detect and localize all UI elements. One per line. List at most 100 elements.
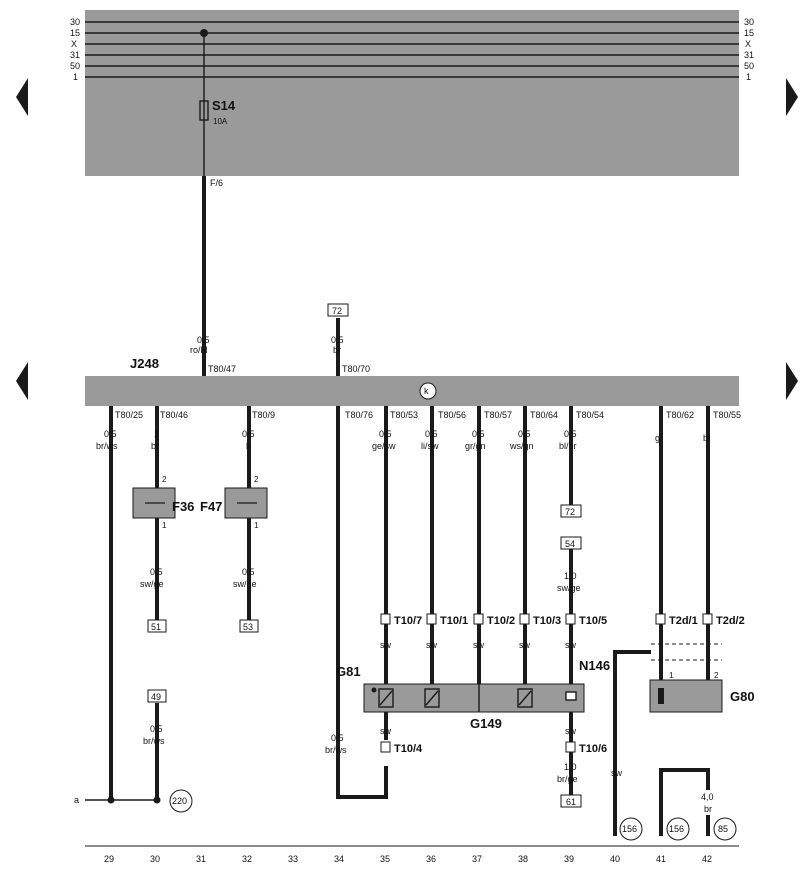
bus-labels-right: 30 15 X 31 50 1 [744,17,754,82]
switch-pin: 2 [162,475,167,484]
circle-refs: 220 156 156 85 [169,789,737,841]
bus-label: 30 [70,17,80,27]
column-number: 40 [610,854,620,864]
wire-gauge: 0,5 [472,429,485,439]
fuse-pin-label: F/6 [210,178,223,188]
wire-color: sw [565,640,577,650]
pin-label: T80/64 [530,410,558,420]
ref-box [560,504,582,518]
bus-label: 31 [744,50,754,60]
column-number: 35 [380,854,390,864]
k-marker [419,382,437,400]
wire-color: sw/ge [140,579,164,589]
bus-labels-left: 30 15 X 31 50 1 [70,17,80,82]
connector-label: T10/3 [533,615,561,627]
ref-box [327,303,349,317]
pin-label: T80/76 [345,410,373,420]
wire-color: br [151,441,159,451]
wire-gauge: 1,0 [564,571,577,581]
bus-label: 1 [746,72,751,82]
switch-label: F47 [200,499,222,514]
ref-box [560,536,582,550]
fuse-rating: 10A [213,117,228,126]
ground-label: a [74,795,79,805]
wire-gauge: 0,5 [197,335,210,345]
pin-label: T80/25 [115,410,143,420]
wire-color: sw [380,726,392,736]
circle-ref: 156 [622,824,637,834]
connector-label: T2d/2 [716,615,745,627]
wire-color: sw [426,640,438,650]
column-number: 42 [702,854,712,864]
switch-label: F36 [172,499,194,514]
bus-label: 31 [70,50,80,60]
component-label: G80 [730,689,755,704]
bus-label: 50 [70,61,80,71]
wire-color: bl [703,433,710,443]
pin-label: T80/57 [484,410,512,420]
ref-label: 53 [243,622,253,632]
column-number: 29 [104,854,114,864]
pin-label: T80/56 [438,410,466,420]
wire-col34-loop [336,406,388,799]
j248-label: J248 [130,356,159,371]
wire-col41-loop [659,768,710,836]
wire-gauge: 1 [154,429,159,439]
wire-gauge: 0,5 [104,429,117,439]
wire-color: br [704,804,712,814]
ref-label: 51 [151,622,161,632]
fuse-label: S14 [212,98,236,113]
wire-gauge: 0,5 [331,335,344,345]
ref-box [147,619,167,633]
wire-gauge: 0,5 [425,429,438,439]
wire-gauge: 0,5 [564,429,577,439]
ref-label: 61 [566,797,576,807]
column-number: 30 [150,854,160,864]
connector-label: T10/5 [579,615,607,627]
k-marker-label: k [424,386,429,396]
column-number: 33 [288,854,298,864]
wire-gauge: 0,5 [150,567,163,577]
pin-label: T80/47 [208,364,236,374]
switch-pin: 1 [254,521,259,530]
ref-box [560,794,582,808]
vertical-wires [109,406,710,836]
next-arrow-icon[interactable] [786,78,798,116]
wire-color: br/ws [143,736,165,746]
wire-color: br [333,345,341,355]
component-label: G149 [470,716,502,731]
wire-col40 [613,650,651,836]
wire-color: sw [611,768,623,778]
wire-gauge: 0,5 [150,724,163,734]
wire-gauge: 4,0 [701,792,714,802]
next-arrow-icon-lower[interactable] [786,362,798,400]
connector-label: T10/7 [394,615,422,627]
circle-ref: 220 [172,796,187,806]
j248-control-unit [85,376,739,406]
bus-label: 50 [744,61,754,71]
bus-lines [85,21,739,78]
bus-label: 1 [73,72,78,82]
ref-box [239,619,259,633]
component-label: G81 [336,664,361,679]
g80-pin: 1 [669,671,674,680]
sw-labels: sw sw sw sw sw sw sw sw [380,640,623,778]
pin-label: T80/62 [666,410,694,420]
fuse-s14-symbol [199,100,209,121]
wire-color: li [246,441,250,451]
column-number: 31 [196,854,206,864]
wire-color: gr/gn [465,441,486,451]
upper-wire-labels: 0,5 br/ws 1 br 0,5 li 0,5 ge/sw 0,5 li/s… [96,429,710,451]
wire-color: ws/gn [509,441,534,451]
bus-label: 15 [70,28,80,38]
sensor-symbols [378,684,577,712]
bus-label: X [745,39,751,49]
wire-gauge: 0,5 [379,429,392,439]
wire-gauge: 0,5 [331,733,344,743]
wire-color: ge/sw [372,441,396,451]
prev-arrow-icon-lower[interactable] [16,362,28,400]
connector-label: T10/1 [440,615,468,627]
prev-arrow-icon[interactable] [16,78,28,116]
circle-ref: 156 [669,824,684,834]
